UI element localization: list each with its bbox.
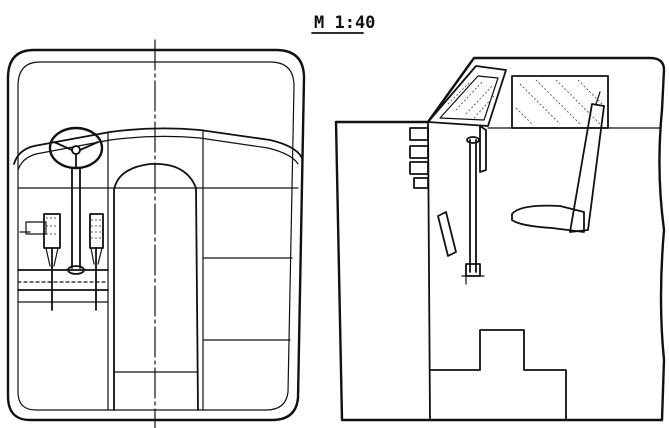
side-window-hatch (515, 107, 533, 125)
side-window-hatch (577, 79, 607, 109)
center-tunnel-arch (113, 163, 199, 411)
dash-button (409, 145, 429, 159)
steering-column-base (67, 265, 85, 275)
dashboard-rail-inner (17, 135, 299, 171)
left-pedal-group (19, 213, 61, 311)
side-steering-head (479, 125, 487, 173)
side-view (334, 56, 666, 422)
left-pedal-rod-support (53, 247, 59, 267)
windshield-hatch (447, 81, 471, 105)
seat-cushion (511, 204, 585, 233)
right-pedal-group (89, 213, 104, 311)
driver-seat (511, 91, 605, 233)
windshield-hatch (473, 95, 495, 119)
windshield-frame (427, 65, 507, 127)
right-pedal-rod-support (90, 247, 95, 265)
steering-wheel (48, 126, 104, 170)
floor-step (429, 329, 567, 421)
right-pedal-block (89, 213, 104, 249)
left-pedal-rod-support (45, 247, 51, 267)
side-steering-top-cap (466, 136, 480, 144)
left-pedal-bracket (25, 221, 47, 235)
windshield-inner (439, 75, 499, 121)
dash-button (409, 127, 429, 141)
dash-button (413, 177, 429, 189)
dashboard-rail (13, 127, 303, 165)
side-window-hatch (535, 79, 581, 125)
front-outer-outline (6, 48, 306, 422)
side-steering-base (465, 263, 481, 277)
side-window-hatch (519, 83, 561, 125)
side-steering-column (461, 125, 487, 285)
front-view (6, 39, 306, 428)
side-window-hatch (555, 79, 601, 125)
steering-wheel-hub (71, 145, 81, 155)
side-outer-outline (334, 56, 666, 422)
scale-label: M 1:40 (314, 13, 375, 33)
seat-headrest (595, 91, 601, 105)
windshield-hatch (465, 85, 493, 115)
side-pedal (437, 211, 457, 257)
right-pedal-rod-support (97, 247, 103, 265)
front-inner-outline (17, 61, 295, 411)
dash-button (409, 161, 429, 175)
steering-wheel-spoke (79, 141, 99, 151)
seat-back (569, 103, 605, 233)
steering-wheel-spoke (53, 141, 73, 151)
